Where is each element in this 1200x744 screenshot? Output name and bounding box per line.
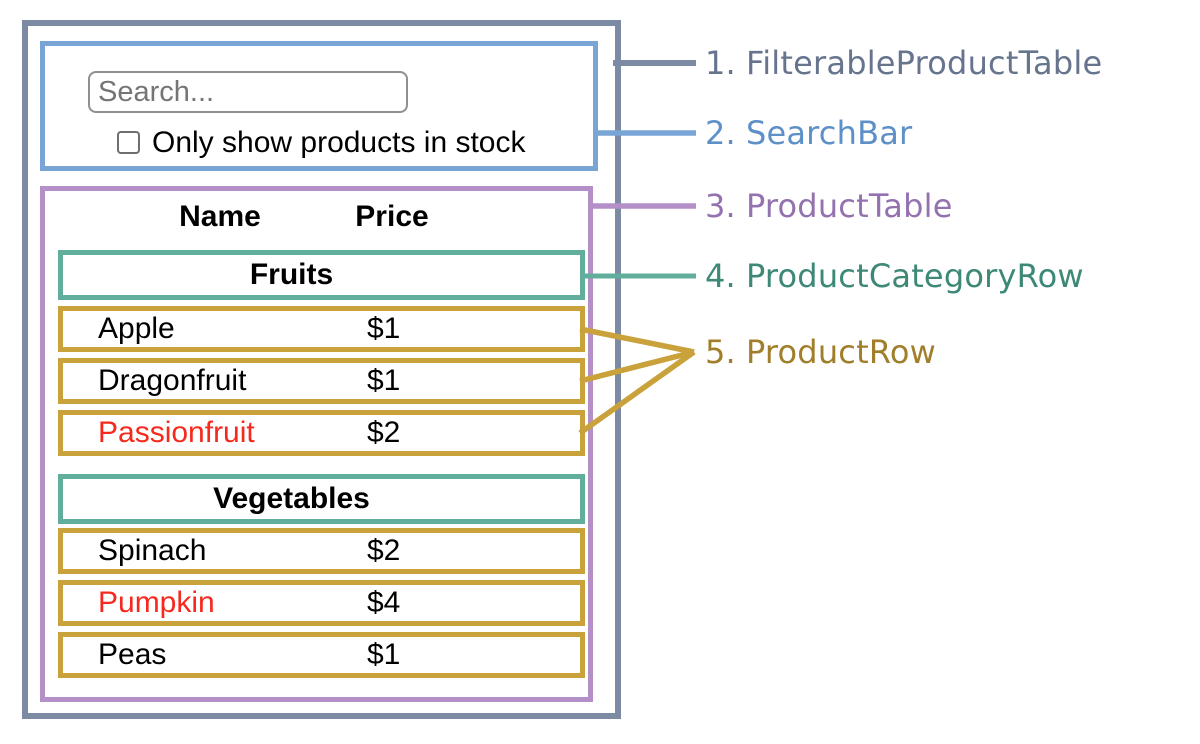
column-header-price: Price (355, 200, 429, 233)
product-row: Passionfruit $2 (58, 410, 585, 456)
legend-number: 3. (705, 187, 736, 225)
legend-item-search-bar: 2.SearchBar (705, 114, 912, 152)
legend-item-product-table: 3.ProductTable (705, 187, 953, 225)
product-row: Apple $1 (58, 306, 585, 352)
product-price-cell: $2 (367, 416, 401, 449)
product-row: Spinach $2 (58, 528, 585, 574)
product-name-cell: Spinach (98, 534, 207, 567)
product-name-cell: Peas (98, 638, 167, 671)
product-price-cell: $4 (367, 586, 401, 619)
in-stock-checkbox[interactable] (117, 131, 140, 154)
product-name-cell: Pumpkin (98, 586, 215, 619)
product-name-cell: Dragonfruit (98, 364, 247, 397)
product-price-cell: $1 (367, 364, 401, 397)
legend-item-filterable-product-table: 1.FilterableProductTable (705, 44, 1102, 82)
product-row: Pumpkin $4 (58, 580, 585, 626)
category-label: Fruits (249, 258, 334, 291)
product-price-cell: $1 (367, 638, 401, 671)
product-name-cell: Passionfruit (98, 416, 255, 449)
legend-item-product-row: 5.ProductRow (705, 333, 936, 371)
category-label: Vegetables (213, 482, 370, 515)
legend-label: ProductRow (745, 333, 936, 371)
legend-label: FilterableProductTable (745, 44, 1103, 82)
legend-number: 2. (705, 114, 736, 152)
legend-item-product-category-row: 4.ProductCategoryRow (705, 257, 1084, 295)
product-category-row: Vegetables (58, 474, 585, 524)
product-category-row: Fruits (58, 250, 585, 300)
column-header-name: Name (179, 200, 261, 233)
legend-label: SearchBar (745, 114, 913, 152)
search-input[interactable] (88, 71, 408, 113)
in-stock-label: Only show products in stock (152, 126, 526, 159)
legend-number: 5. (705, 333, 736, 371)
product-price-cell: $1 (367, 312, 401, 345)
legend-number: 4. (705, 257, 736, 295)
product-name-cell: Apple (98, 312, 175, 345)
product-price-cell: $2 (367, 534, 401, 567)
product-row: Dragonfruit $1 (58, 358, 585, 404)
legend-number: 1. (705, 44, 736, 82)
legend-label: ProductCategoryRow (745, 257, 1084, 295)
legend-label: ProductTable (745, 187, 953, 225)
product-row: Peas $1 (58, 632, 585, 678)
